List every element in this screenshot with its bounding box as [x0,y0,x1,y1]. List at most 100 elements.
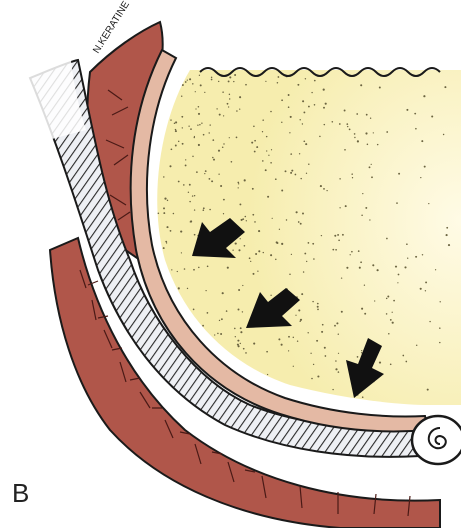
stipple-dot [299,320,301,322]
pressure-arrow-2 [246,288,300,328]
stipple-dot [287,106,290,108]
stipple-dot [234,327,236,330]
stipple-dot [316,339,319,342]
stipple-dot [258,230,261,233]
stipple-dot [298,309,301,312]
stipple-dot [331,121,334,123]
stipple-dot [203,338,206,340]
stipple-dot [424,290,427,292]
stipple-dot [157,149,158,152]
stipple-dot [320,234,323,237]
stipple-dot [356,140,359,143]
stipple-dot [281,99,283,102]
stipple-dot [217,332,219,335]
stipple-dot [195,108,197,110]
stipple-dot [323,106,325,109]
stipple-dot [346,123,349,125]
stipple-dot [196,171,198,173]
stipple-dot [372,132,374,134]
stipple-dot [248,257,251,260]
stipple-dot [313,258,315,260]
stipple-dot [389,319,392,321]
stipple-dot [346,266,349,269]
stipple-dot [226,266,229,269]
stipple-dot [321,323,324,326]
stipple-dot [255,253,258,255]
stipple-dot [295,314,297,316]
stipple-dot [385,297,388,300]
stipple-dot [294,173,297,176]
stipple-dot [241,311,244,313]
stipple-dot [238,183,240,185]
stipple-dot [446,226,449,229]
stipple-dot [221,292,224,295]
amniotic-fluid [157,70,461,405]
stipple-dot [397,282,399,284]
stipple-dot [242,284,244,287]
stipple-dot [323,188,325,190]
stipple-dot [159,259,162,262]
stipple-dot [169,89,172,92]
stipple-dot [447,244,451,247]
stipple-dot [298,153,301,155]
stipple-dot [170,119,172,121]
stipple-dot [323,123,326,126]
stipple-dot [190,220,193,223]
stipple-dot [170,148,173,151]
stipple-dot [209,342,212,345]
stipple-dot [208,132,210,134]
stipple-dot [159,254,161,256]
stipple-dot [254,139,256,142]
stipple-dot [397,273,400,276]
stipple-dot [228,137,230,139]
stipple-dot [181,115,184,118]
stipple-dot [376,143,379,146]
stipple-dot [439,341,441,344]
stipple-dot [349,254,351,256]
stipple-dot [356,113,359,115]
stipple-dot [402,407,404,409]
stipple-dot [181,127,183,129]
stipple-dot [278,228,281,230]
stipple-dot [393,299,395,302]
stipple-dot [291,169,294,172]
stipple-dot [193,135,196,138]
stipple-dot [361,214,363,216]
stipple-dot [182,184,185,186]
stipple-dot [358,266,361,269]
stipple-dot [184,312,186,314]
pressure-arrow-1 [192,218,245,258]
stipple-dot [323,346,326,349]
stipple-dot [386,131,389,133]
stipple-dot [297,83,300,86]
stipple-dot [193,136,195,139]
stipple-dot [187,191,190,193]
stipple-dot [233,80,235,83]
stipple-dot [301,123,304,125]
stipple-dot [262,251,264,254]
stipple-dot [213,158,215,161]
stipple-dot [220,333,223,335]
stipple-dot [369,117,372,119]
stipple-dot [334,324,336,327]
stipple-dot [232,249,234,251]
stipple-dot [262,160,264,162]
stipple-dot [236,343,239,346]
stipple-dot [324,355,327,357]
stipple-dot [197,124,199,126]
stipple-dot [222,198,225,201]
stipple-dot [365,113,368,116]
stipple-dot [277,76,280,78]
stipple-dot [211,180,214,183]
stipple-dot [222,91,224,93]
stipple-dot [238,289,241,291]
stipple-dot [426,388,429,391]
stipple-dot [186,287,189,290]
stipple-dot [266,150,268,152]
stipple-dot [299,318,303,321]
stipple-dot [181,83,184,87]
stipple-dot [311,91,313,94]
stipple-dot [252,213,255,216]
stipple-dot [222,213,225,215]
stipple-dot [365,132,368,135]
